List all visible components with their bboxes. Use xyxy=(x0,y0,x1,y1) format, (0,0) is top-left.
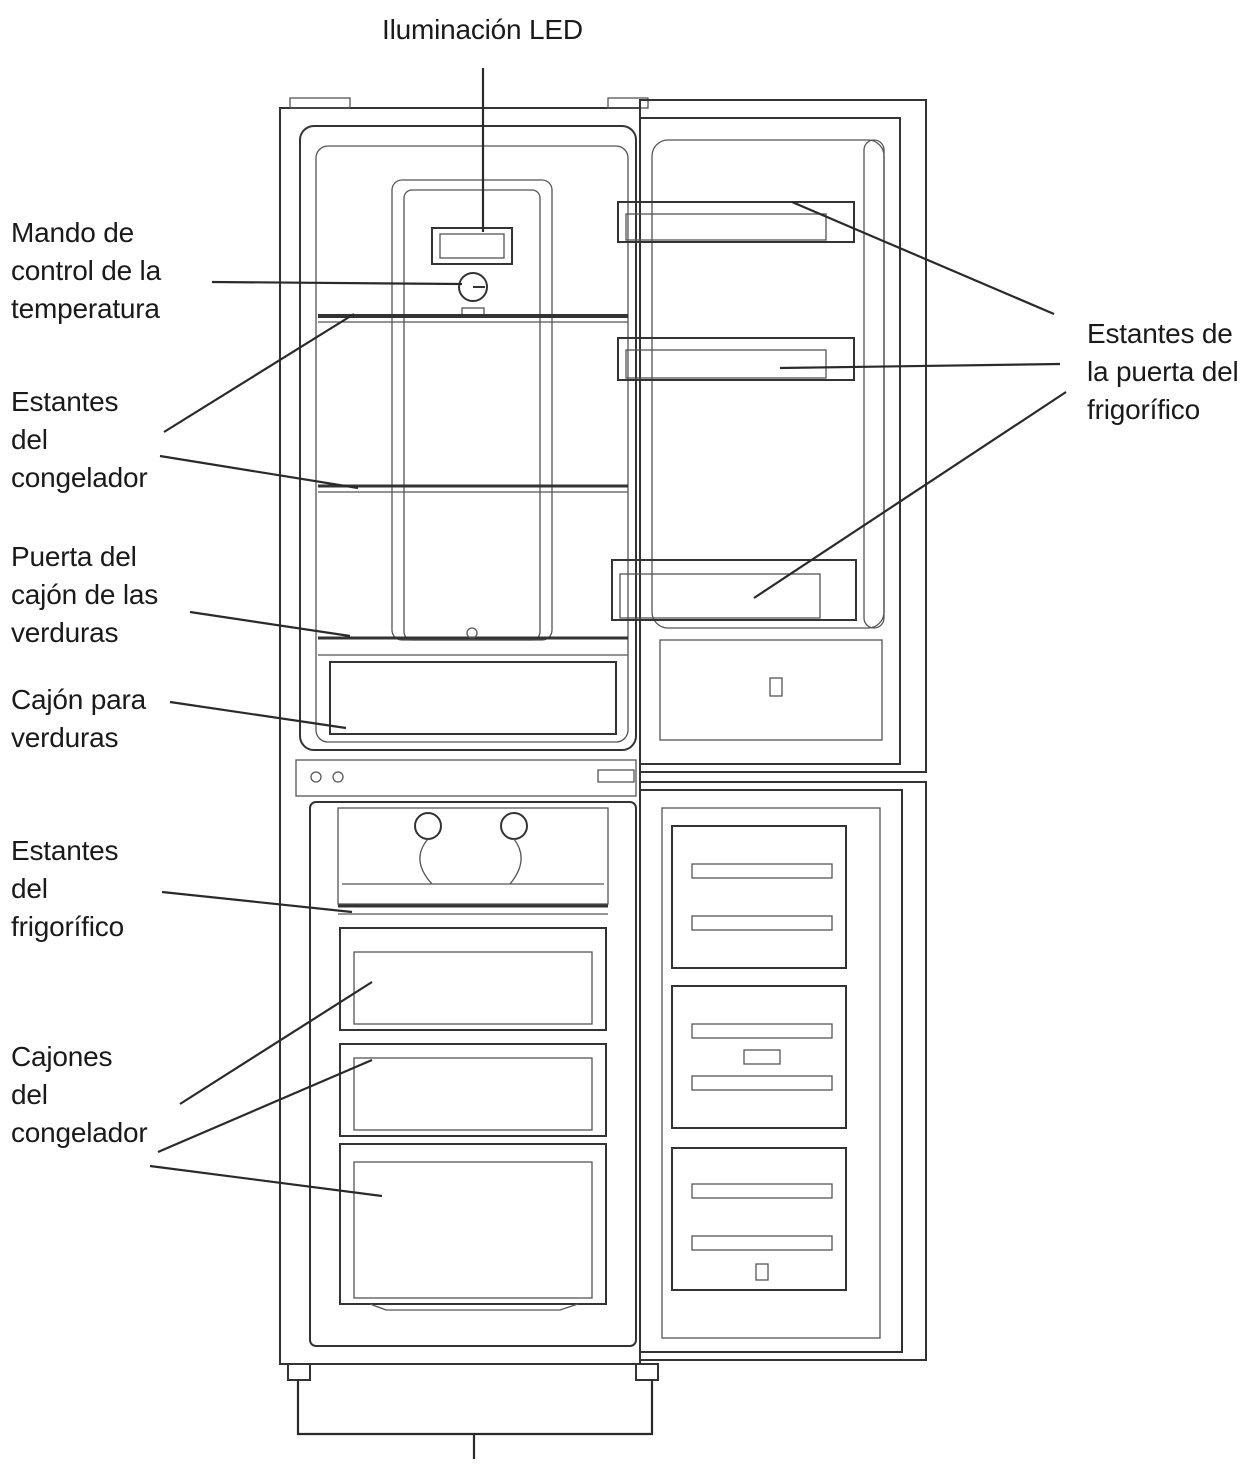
callout-lines xyxy=(149,68,1067,1459)
door-shelf-leader-1 xyxy=(791,200,1055,316)
label-led-lighting: Iluminación LED xyxy=(382,14,583,45)
label-temperature-control: Mando de control de la temperatura xyxy=(11,217,161,324)
label-crisper-door: Puerta del cajón de las verduras xyxy=(11,541,159,648)
freezer-drawer-leader-2 xyxy=(157,1058,373,1154)
door-shelf-leader-2 xyxy=(779,362,1061,370)
temperature-knob xyxy=(458,272,488,302)
crisper-leader xyxy=(169,700,347,730)
crisper-door-leader xyxy=(189,610,351,638)
upper-door xyxy=(611,99,927,773)
label-freezer-drawers: Cajones del congelador xyxy=(11,1041,148,1148)
label-door-shelves: Estantes de la puerta del frigorífico xyxy=(1087,318,1239,425)
feet-bracket xyxy=(296,1380,654,1459)
freezer-shelf-leader-2 xyxy=(159,454,359,490)
label-freezer-shelves: Estantes del congelador xyxy=(11,386,148,493)
door-shelf-leader-3 xyxy=(753,391,1067,599)
led-lamp xyxy=(431,227,513,265)
fridge-shelf-leader xyxy=(161,890,353,914)
label-fridge-shelves: Estantes del frigorífico xyxy=(11,835,124,942)
label-crisper-drawer: Cajón para verduras xyxy=(11,684,146,753)
freezer-drawer-leader-1 xyxy=(179,981,373,1105)
freezer-shelf-leader-1 xyxy=(163,313,355,433)
temp-control-leader xyxy=(211,280,463,286)
lower-door xyxy=(639,781,927,1361)
cabinet-body xyxy=(279,97,659,1381)
freezer-drawer-leader-3 xyxy=(149,1164,383,1198)
